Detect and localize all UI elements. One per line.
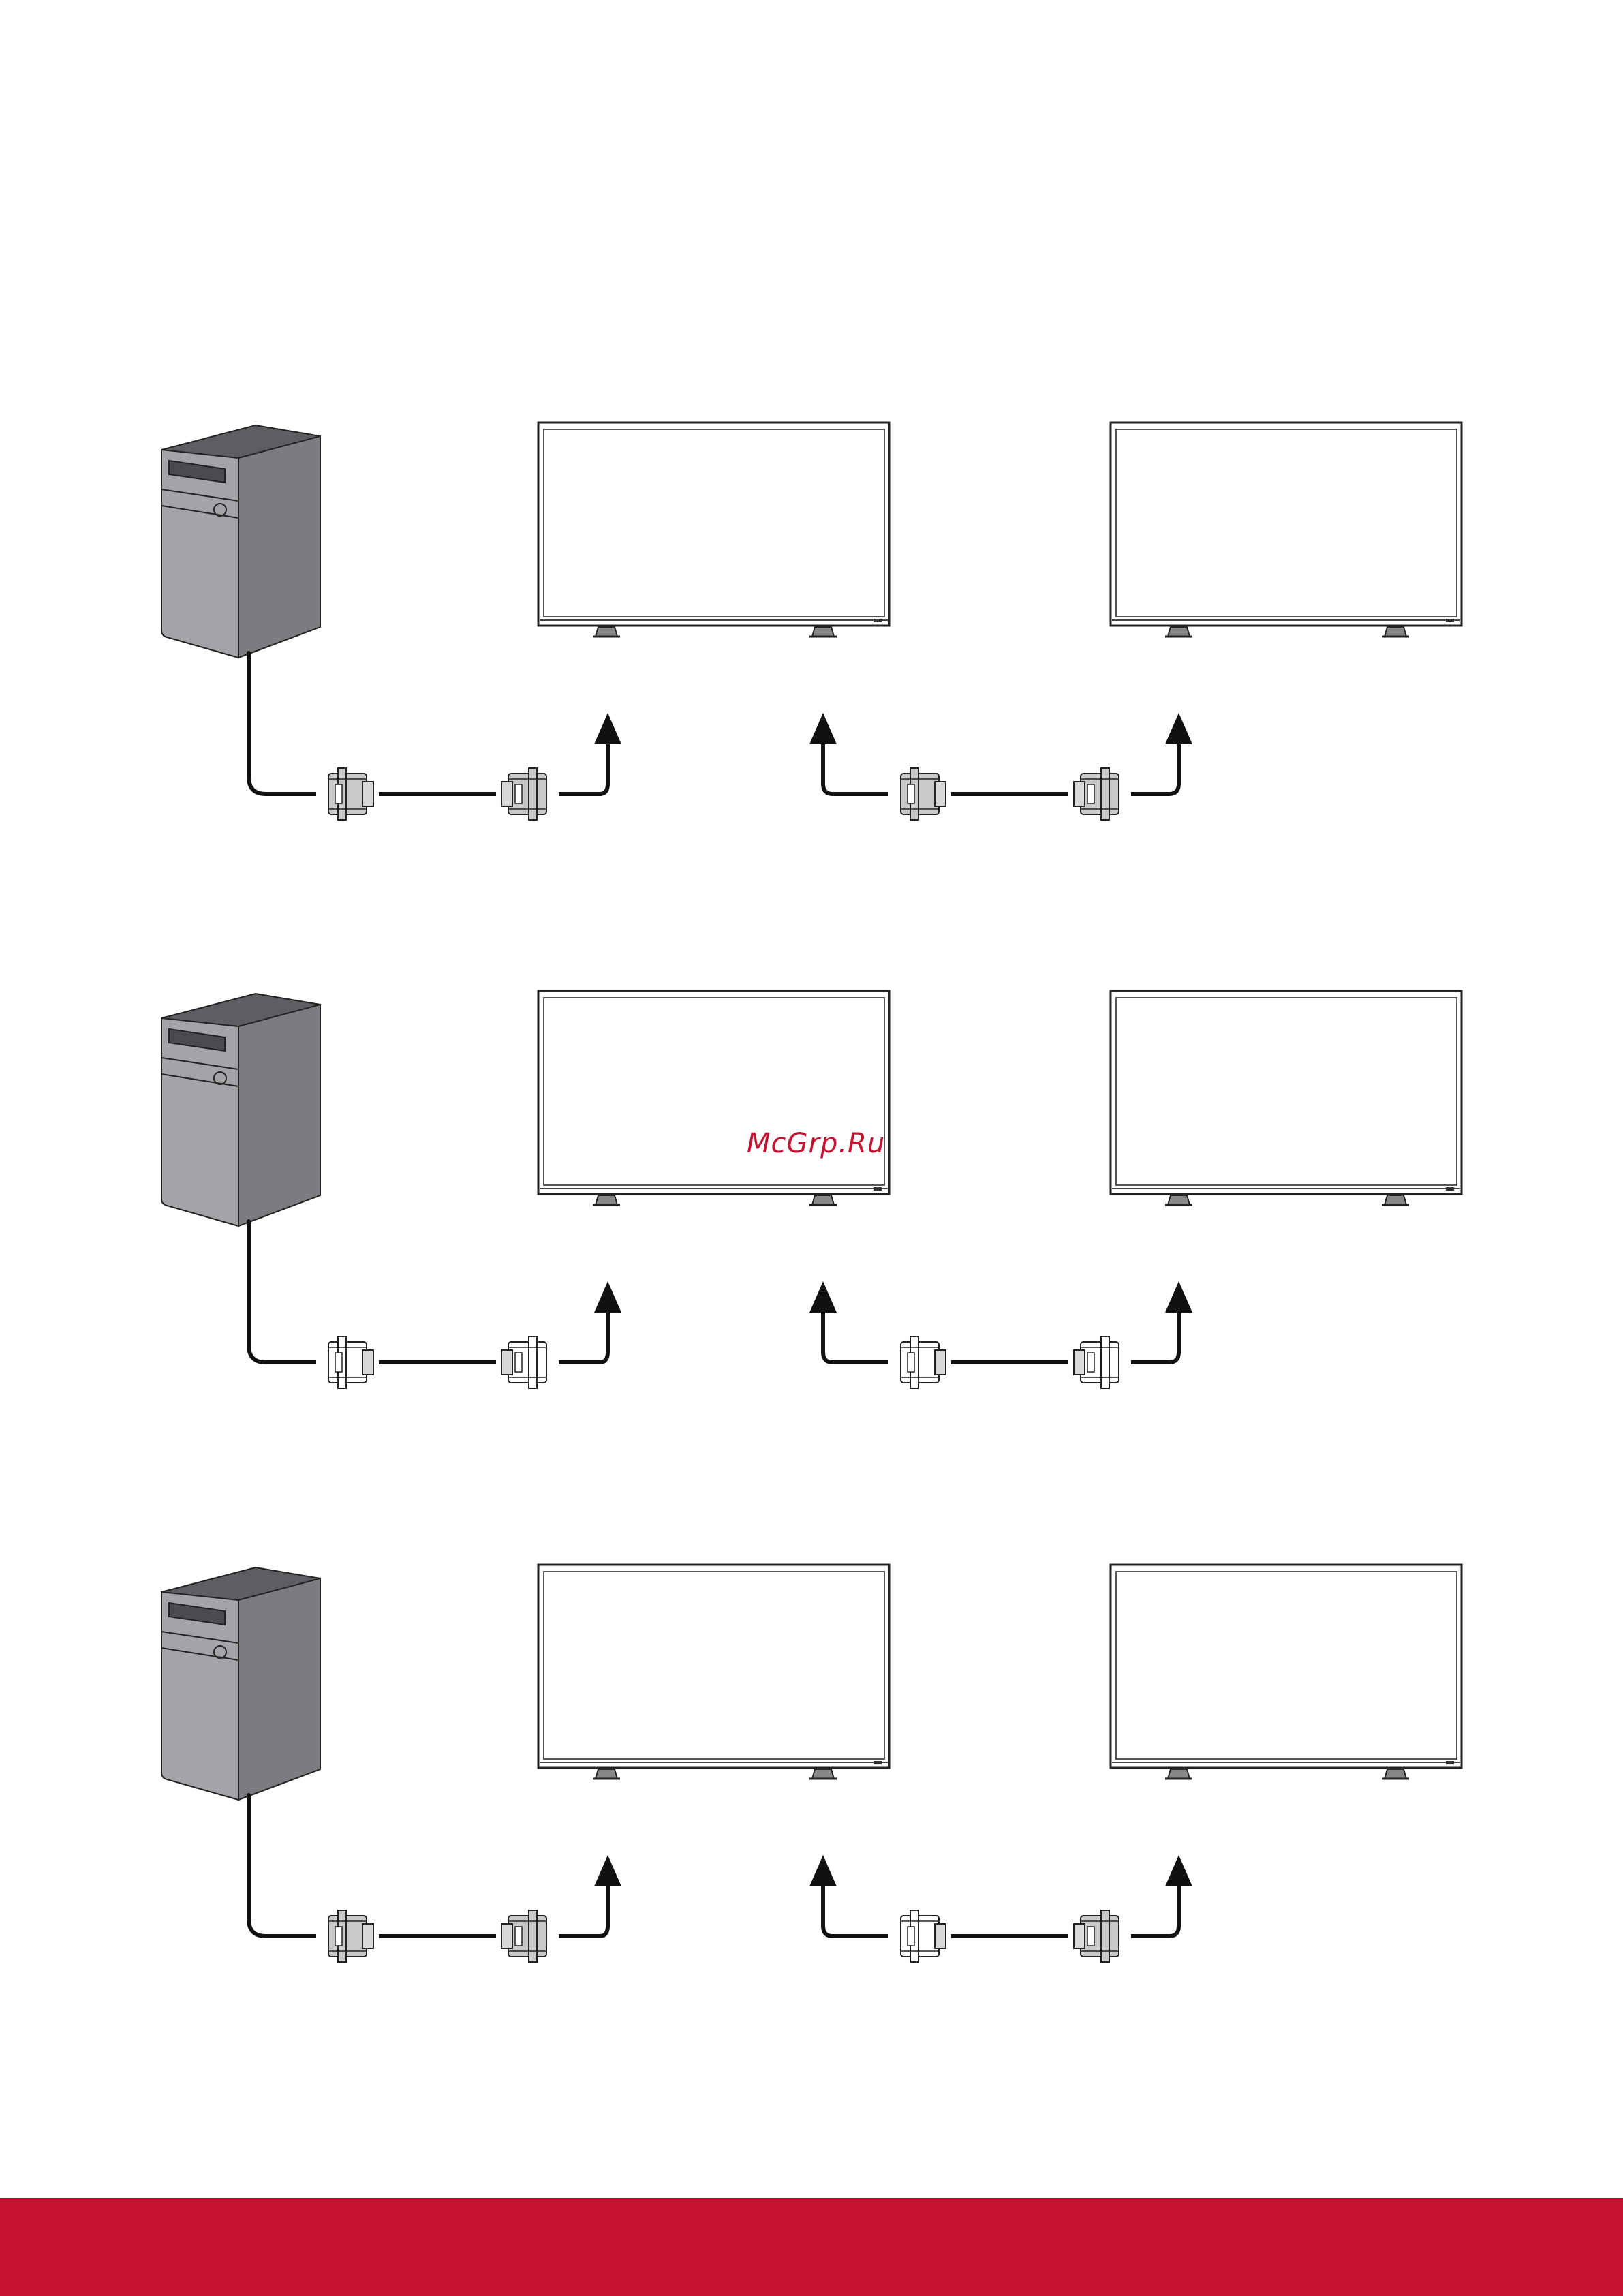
computer-tower-icon bbox=[161, 425, 320, 658]
connector-icon bbox=[501, 1336, 546, 1388]
display-monitor-icon bbox=[1111, 1565, 1462, 1779]
footer-bar bbox=[0, 2198, 1623, 2296]
display-monitor-icon bbox=[538, 991, 889, 1205]
display-monitor-icon bbox=[538, 423, 889, 637]
connector-icon bbox=[328, 768, 373, 820]
display-monitor-icon bbox=[1111, 423, 1462, 637]
connector-icon bbox=[901, 768, 946, 820]
cable-line bbox=[249, 653, 608, 794]
connector-icon bbox=[1074, 1336, 1119, 1388]
display-monitor-icon bbox=[1111, 991, 1462, 1205]
computer-tower-icon bbox=[161, 1567, 320, 1800]
connection-row bbox=[161, 1565, 1462, 1962]
connector-icon bbox=[901, 1910, 946, 1962]
display-monitor-icon bbox=[538, 1565, 889, 1779]
connector-icon bbox=[901, 1336, 946, 1388]
connector-icon bbox=[328, 1910, 373, 1962]
connector-icon bbox=[1074, 1910, 1119, 1962]
connection-row bbox=[161, 423, 1462, 820]
connector-icon bbox=[1074, 768, 1119, 820]
connection-row bbox=[161, 991, 1462, 1388]
cable-line bbox=[249, 1221, 608, 1362]
computer-tower-icon bbox=[161, 994, 320, 1226]
connector-icon bbox=[501, 768, 546, 820]
connector-icon bbox=[328, 1336, 373, 1388]
watermark: McGrp.Ru bbox=[747, 1128, 885, 1159]
connector-icon bbox=[501, 1910, 546, 1962]
cable-line bbox=[249, 1795, 608, 1936]
